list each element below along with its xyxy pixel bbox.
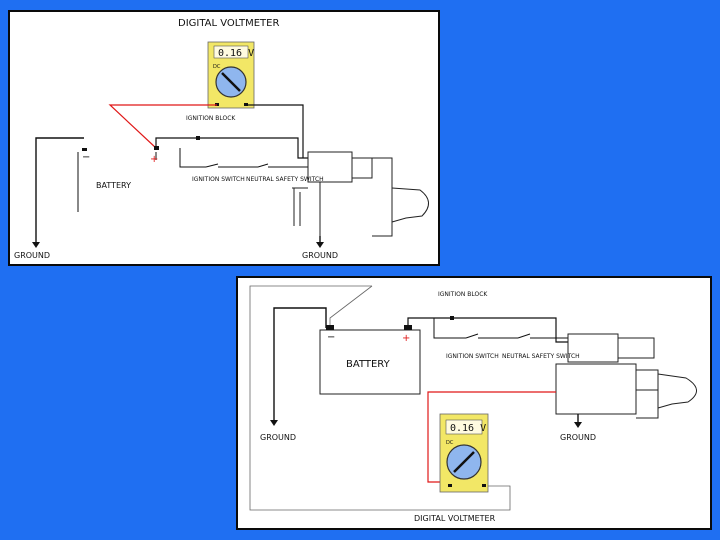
bottom-label-ground-right: GROUND xyxy=(560,433,596,442)
svg-text:+: + xyxy=(150,154,158,165)
top-label-ignition-switch: IGNITION SWITCH xyxy=(192,176,245,183)
bottom-voltmeter: 0.16 V DC xyxy=(439,413,489,493)
top-voltmeter: 0.16 V DC xyxy=(207,41,255,109)
bottom-diagram-panel: IGNITION BLOCK − + BATTERY GROUND IGNITI… xyxy=(236,276,712,530)
top-starter-motor xyxy=(292,151,429,238)
svg-text:−: − xyxy=(327,332,335,343)
top-label-ground-right: GROUND xyxy=(302,251,338,260)
top-ground-wire-left xyxy=(35,137,84,242)
top-diagram-panel: DIGITAL VOLTMETER 0.16 V DC IGNITION BLO… xyxy=(8,10,440,266)
top-meter-reading: 0.16 V xyxy=(218,48,254,59)
bottom-ground-wire-left xyxy=(273,307,327,420)
top-label-ground-left: GROUND xyxy=(14,251,50,260)
bottom-label-ground-left: GROUND xyxy=(260,433,296,442)
top-title: DIGITAL VOLTMETER xyxy=(178,18,279,29)
bottom-label-ignition-block: IGNITION BLOCK xyxy=(438,291,488,298)
bottom-battery: − + BATTERY xyxy=(319,325,421,395)
top-test-lead xyxy=(108,104,217,149)
bottom-title: DIGITAL VOLTMETER xyxy=(414,514,496,523)
bottom-label-battery: BATTERY xyxy=(346,359,391,370)
bottom-test-lead xyxy=(427,391,556,483)
bottom-label-ignition-switch: IGNITION SWITCH xyxy=(446,353,499,360)
bottom-diagram-svg: IGNITION BLOCK − + BATTERY GROUND IGNITI… xyxy=(249,285,697,523)
top-label-battery: BATTERY xyxy=(96,181,131,190)
bottom-meter-mode: DC xyxy=(446,440,454,446)
bottom-meter-reading: 0.16 V xyxy=(450,423,486,434)
top-battery: − + BATTERY xyxy=(77,146,159,212)
top-diagram-svg: DIGITAL VOLTMETER 0.16 V DC IGNITION BLO… xyxy=(14,18,429,260)
svg-text:+: + xyxy=(402,333,410,344)
bottom-label-neutral-safety-switch: NEUTRAL SAFETY SWITCH xyxy=(502,353,580,360)
svg-text:−: − xyxy=(82,152,90,163)
top-label-ignition-block: IGNITION BLOCK xyxy=(186,115,236,122)
bottom-starter-motor xyxy=(555,333,697,419)
top-meter-mode: DC xyxy=(213,64,221,70)
top-label-neutral-safety-switch: NEUTRAL SAFETY SWITCH xyxy=(246,176,324,183)
